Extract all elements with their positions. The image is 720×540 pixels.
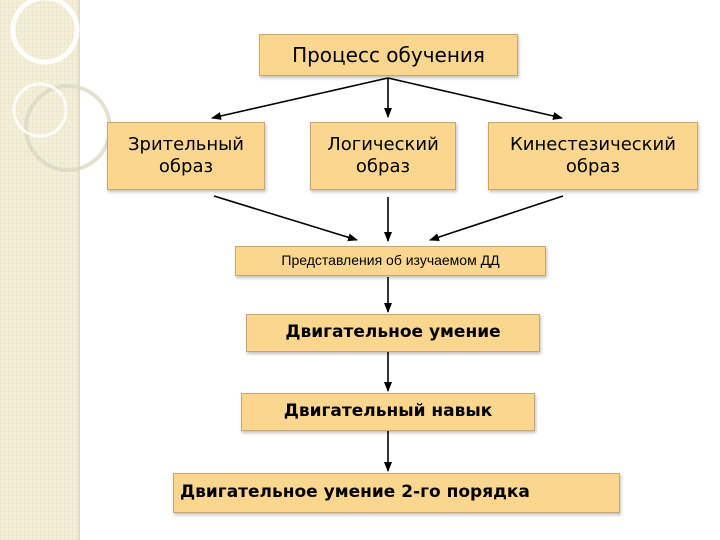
arrow-kinesthetic-to-representation: [429, 195, 564, 241]
visual-image-box: Зрительный образ: [107, 122, 265, 190]
representation-box: Представления об изучаемом ДД: [235, 246, 546, 276]
motor-skill-second-order-box: Двигательное умение 2-го порядка: [173, 473, 620, 513]
arrow-visual-to-representation: [213, 195, 358, 242]
motor-skill-box: Двигательное умение: [246, 314, 540, 352]
kinesthetic-image-box: Кинестезический образ: [488, 122, 698, 190]
learning-process-box: Процесс обучения: [259, 34, 518, 76]
logical-image-box: Логический образ: [310, 122, 456, 190]
arrow-top-to-visual: [211, 77, 389, 120]
motor-habit-box: Двигательный навык: [241, 393, 535, 431]
left-decorative-panel: [0, 0, 80, 540]
panel-divider: [78, 0, 80, 540]
arrow-top-to-kinesthetic: [387, 77, 563, 120]
